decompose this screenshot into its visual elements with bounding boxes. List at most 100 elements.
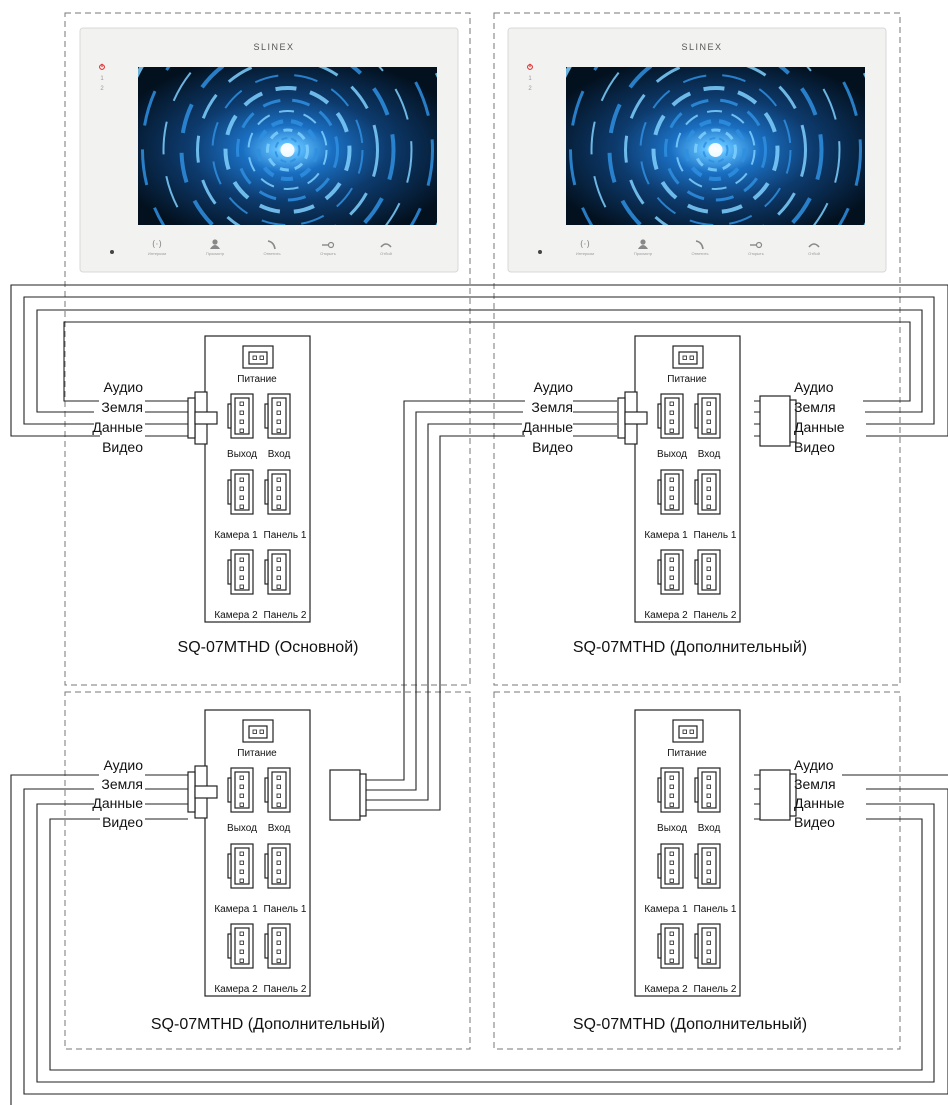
left-plug: [617, 391, 648, 445]
hangup-icon: [808, 243, 820, 248]
port-connector: [227, 923, 254, 969]
port-connector: [227, 843, 254, 889]
indicator-1: 1: [528, 76, 532, 82]
wire-u2-u3-ground: [330, 411, 617, 791]
u2-left-label-2: Земля: [531, 399, 573, 415]
port-connector: [264, 469, 291, 515]
label-power: Питание: [667, 374, 707, 385]
button-label-4: Открыть: [748, 251, 764, 256]
port-connector: [264, 393, 291, 439]
port-connector: [657, 393, 684, 439]
hangup-icon: [380, 243, 392, 248]
label-out: Выход: [227, 449, 257, 460]
wire-u2-u3-data: [330, 423, 617, 801]
intercom-icon: (·): [152, 240, 162, 250]
port-connector: [227, 469, 254, 515]
label-panel2: Панель 2: [264, 984, 307, 995]
u3-label-3: Данные: [92, 795, 143, 811]
dashed-frame-2: [493, 12, 901, 686]
button-label-1: Интерком: [576, 251, 594, 256]
screen-tunnel-image: [566, 67, 865, 225]
port-connector: [657, 923, 684, 969]
dashed-frame-3: [64, 691, 471, 1050]
person-icon: [210, 239, 220, 249]
left-plug: [187, 765, 218, 819]
label-panel2: Панель 2: [694, 984, 737, 995]
wire-u1-ground: [36, 309, 923, 413]
unit-board: [634, 335, 741, 623]
power-connector: [672, 719, 704, 743]
u2-right-label-4: Видео: [794, 439, 835, 455]
unit-title-2: SQ-07MTHD (Дополнительный): [573, 639, 807, 656]
port-connector: [694, 469, 721, 515]
intercom-icon: (·): [580, 240, 590, 250]
answer-icon: [267, 240, 276, 250]
label-in: Вход: [698, 449, 721, 460]
brand-logo: SLINEX: [253, 42, 294, 52]
unit-board: [634, 709, 741, 997]
wire-u3-audio: [10, 774, 188, 1105]
label-cam1: Камера 1: [214, 530, 258, 541]
u1-label-3: Данные: [92, 419, 143, 435]
u4-label-2: Земля: [794, 776, 836, 792]
label-power: Питание: [237, 748, 277, 759]
u2-left-label-1: Аудио: [534, 379, 574, 395]
power-connector: [672, 345, 704, 369]
label-in: Вход: [268, 449, 291, 460]
label-in: Вход: [698, 823, 721, 834]
port-connector: [227, 549, 254, 595]
right-plug: [759, 395, 797, 447]
label-cam2: Камера 2: [214, 984, 258, 995]
power-connector: [242, 719, 274, 743]
port-connector: [264, 549, 291, 595]
port-connector: [657, 843, 684, 889]
u1-label-1: Аудио: [104, 379, 144, 395]
label-in: Вход: [268, 823, 291, 834]
port-connector: [264, 923, 291, 969]
label-out: Выход: [657, 823, 687, 834]
screen-center-glow: [280, 143, 295, 157]
indicator-2: 2: [100, 86, 104, 92]
button-label-1: Интерком: [148, 251, 166, 256]
status-dot: [110, 250, 114, 254]
u2-right-label-1: Аудио: [794, 379, 834, 395]
unit-board: [204, 335, 311, 623]
wire-u3-ground: [23, 788, 948, 1095]
left-plug: [187, 391, 218, 445]
label-cam2: Камера 2: [644, 984, 688, 995]
port-connector: [694, 393, 721, 439]
u2-right-label-2: Земля: [794, 399, 836, 415]
label-cam1: Камера 1: [644, 530, 688, 541]
dashed-frame-4: [493, 691, 901, 1050]
screen-center-glow: [708, 143, 723, 157]
unit-title-1: SQ-07MTHD (Основной): [178, 639, 359, 656]
u4-label-4: Видео: [794, 814, 835, 830]
dashed-frame-1: [64, 12, 471, 686]
u3-label-1: Аудио: [104, 757, 144, 773]
unit-title-4: SQ-07MTHD (Дополнительный): [573, 1016, 807, 1033]
label-out: Выход: [227, 823, 257, 834]
button-label-2: Просмотр: [634, 251, 653, 256]
button-label-5: Отбой: [380, 251, 392, 256]
port-connector: [657, 767, 684, 813]
wire-u3-data: [36, 803, 935, 1083]
person-icon: [638, 239, 648, 249]
button-label-3: Ответить: [263, 251, 280, 256]
wire-u2-u3-video: [330, 435, 617, 811]
port-connector: [264, 767, 291, 813]
u2-left-label-3: Данные: [522, 419, 573, 435]
u2-left-label-4: Видео: [532, 439, 573, 455]
port-connector: [657, 549, 684, 595]
button-label-3: Ответить: [691, 251, 708, 256]
unit-title-3: SQ-07MTHD (Дополнительный): [151, 1016, 385, 1033]
label-panel1: Панель 1: [264, 904, 307, 915]
port-connector: [657, 469, 684, 515]
wire-u1-data: [23, 296, 935, 425]
key-icon: [750, 241, 763, 249]
port-connector: [694, 843, 721, 889]
